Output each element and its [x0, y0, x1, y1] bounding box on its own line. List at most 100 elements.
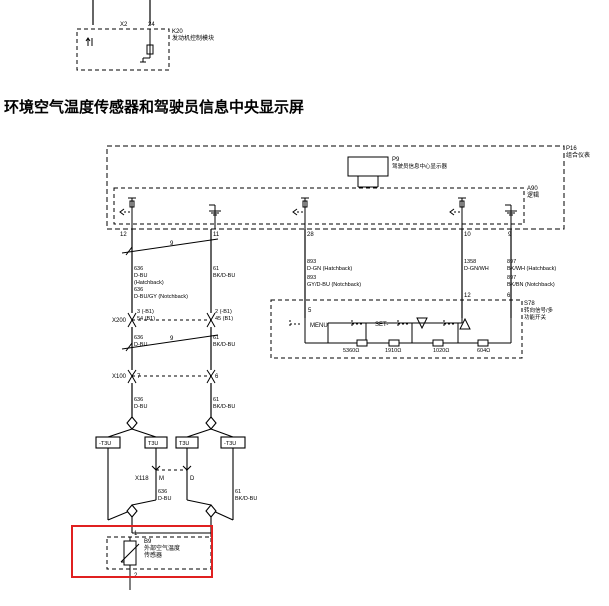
wire-897a-color: BK/WH (Hatchback): [507, 266, 556, 272]
wire-893b-label: 893: [307, 275, 316, 281]
menu-button-label: MENU: [310, 323, 328, 329]
x200-r1: 2 (-B1): [215, 309, 232, 315]
x100-id: X100: [112, 374, 127, 380]
wire-color-dbu: D-BU: [134, 273, 147, 279]
wire-893a-color: D-GN (Hatchback): [307, 266, 352, 272]
instrument-cluster: P16 组合仪表 P9 驾驶员信息中心显示器 A90 逻辑: [106, 145, 590, 230]
wire-636c-color: D-BU: [134, 342, 147, 348]
resistor-2-label: 1910Ω: [385, 348, 401, 354]
switch-id: S78: [524, 301, 535, 307]
wire-636d-color: D-BU: [134, 404, 147, 410]
up-triangle-icon: [459, 317, 471, 330]
logic-box: [113, 187, 525, 225]
ground-icon: [505, 204, 517, 229]
t3u-section: [95, 416, 246, 533]
switch-pin5: 5: [308, 308, 312, 314]
wire-897a-label: 897: [507, 259, 516, 265]
top-module-id: K20: [172, 29, 183, 35]
top-module-section: X2 24 K20 发动机控制模块: [76, 0, 214, 71]
pin-12-label: 12: [120, 232, 127, 238]
ground-icon: [209, 204, 221, 229]
engine-control-module-box: [76, 28, 170, 71]
cluster-id: P16: [566, 146, 577, 152]
wire-61d-color: BK/D-BU: [213, 404, 235, 410]
twist-label-upper: 9: [170, 241, 174, 247]
pullup-icon: [119, 197, 136, 229]
sensor-pin1: 1: [134, 531, 138, 537]
wire-636e-color: D-BU: [158, 496, 171, 502]
wire-893b-color: GY/D-BU (Notchback): [307, 282, 361, 288]
wire-61c-label: 61: [213, 335, 219, 341]
switch-name-1: 转向信号/多: [524, 306, 554, 314]
wire-897b-label: 897: [507, 275, 516, 281]
x200-id: X200: [112, 318, 127, 324]
wire-61-label: 61: [213, 266, 219, 272]
pin-11-label: 11: [213, 232, 220, 238]
logic-name: 逻辑: [527, 191, 539, 199]
x100-right-pin: 6: [215, 374, 219, 380]
wire-color-bkdbu: BK/D-BU: [213, 273, 235, 279]
t3u-label-2: T3U: [148, 441, 158, 447]
x200-l1: 3 (-B1): [137, 309, 154, 315]
ambient-air-temp-sensor: [106, 532, 212, 590]
wire-61d-label: 61: [213, 397, 219, 403]
wire-636d-label: 636: [134, 397, 143, 403]
x118-m: M: [159, 476, 164, 482]
x200-connector: [127, 312, 216, 328]
top-pin-label: 24: [148, 22, 155, 28]
wire-893a-label: 893: [307, 259, 316, 265]
x200-l2: 54 (B1): [137, 316, 155, 322]
resistor-4-label: 604Ω: [477, 348, 490, 354]
down-triangle-icon: [416, 317, 428, 330]
resistor-3-label: 1020Ω: [433, 348, 449, 354]
page-title: 环境空气温度传感器和驾驶员信息中央显示屏: [4, 98, 305, 116]
x118-d: D: [190, 476, 195, 482]
wire-61e-label: 61: [235, 489, 241, 495]
multifunction-switch: [270, 299, 523, 359]
x100-left-pin: 7: [137, 374, 141, 380]
switch-pin12: 12: [464, 293, 471, 299]
wire-61e-color: BK/D-BU: [235, 496, 257, 502]
twisted-pair-marker: [121, 238, 219, 352]
sensor-name-1: 外部空气温度: [144, 544, 180, 552]
highlight-box: [71, 525, 213, 578]
sensor-id: B9: [144, 539, 152, 545]
switch-pin6: 6: [507, 293, 511, 299]
x200-r2: 45 (B1): [215, 316, 233, 322]
display-id: P9: [392, 157, 400, 163]
logic-id: A90: [527, 186, 538, 192]
resistor-1-label: 5360Ω: [343, 348, 359, 354]
t3u-label-4: -T3U: [224, 441, 236, 447]
data-arrow-icon: [85, 37, 93, 46]
wire-636-label: 636: [134, 266, 143, 272]
x118-id: X118: [135, 476, 149, 482]
wire-636c-label: 636: [134, 335, 143, 341]
driver-info-display-box: [347, 156, 389, 177]
t3u-label-3: T3U: [179, 441, 189, 447]
pullup-icon: [449, 197, 466, 229]
pin-10-label: 10: [464, 232, 471, 238]
wire-color-dbugy: D-BU/GY (Notchback): [134, 294, 188, 300]
wire-1358-color: D-GN/WH: [464, 266, 489, 272]
set-button-label: SET-: [375, 322, 388, 328]
t3u-label-1: -T3U: [99, 441, 111, 447]
cluster-name: 组合仪表: [566, 151, 590, 159]
top-module-name: 发动机控制模块: [172, 34, 214, 42]
wire-636e-label: 636: [158, 489, 167, 495]
twist-label-lower: 9: [170, 336, 174, 342]
wire-hatch-label: (Hatchback): [134, 280, 164, 286]
pullup-icon: [292, 197, 309, 229]
wire-61c-color: BK/D-BU: [213, 342, 235, 348]
display-name: 驾驶员信息中心显示器: [392, 162, 448, 170]
wire-lines: [131, 229, 512, 418]
wire-636b-label: 636: [134, 287, 143, 293]
x100-connector: [127, 369, 216, 384]
switch-name-2: 功能开关: [524, 313, 547, 321]
sensor-name-2: 传感器: [144, 551, 162, 559]
wire-1358-label: 1358: [464, 259, 476, 265]
top-connector-label: X2: [120, 22, 128, 28]
pin-9-label: 9: [508, 232, 512, 238]
wire-897b-color: BK/BN (Notchback): [507, 282, 555, 288]
instrument-cluster-box: [106, 145, 565, 230]
